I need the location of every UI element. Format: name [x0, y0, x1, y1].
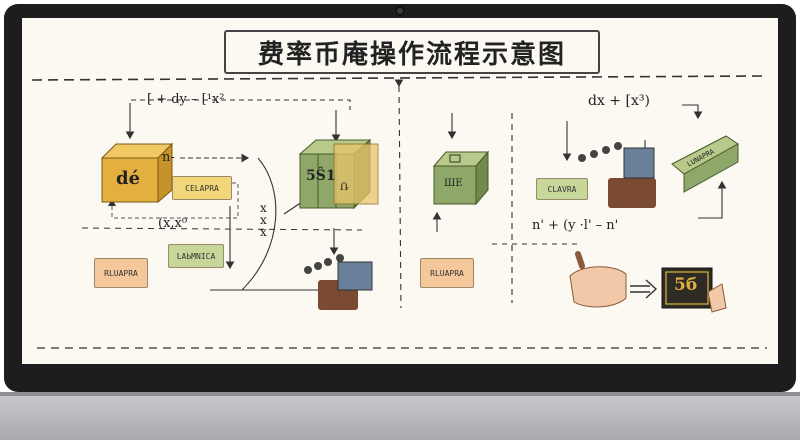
formula-n: n- [162, 150, 175, 165]
scan-device-icon-1 [304, 254, 373, 310]
scan-device-icon-2 [578, 142, 656, 208]
formula-xx: (x,x⁰ [158, 216, 188, 231]
page-title: 费率币庵操作流程示意图 [224, 30, 600, 74]
screen: 费率币庵操作流程示意图 [22, 18, 778, 364]
green-stack-cube-icon [298, 138, 379, 210]
green-stack-side-label: Ռ [340, 182, 349, 193]
formula-xs: x x x [260, 201, 267, 239]
label-rluapra-left: RLUAPRA [94, 258, 148, 288]
label-rluapra-mid: RLUAPRA [420, 258, 474, 288]
formula-top-right: dx + [x³) [588, 93, 650, 109]
formula-bottom-right: n' + (y ·l' – n' [532, 218, 619, 233]
webcam-icon [395, 6, 405, 16]
green-stack-label: 5Ŝ1 [306, 168, 336, 184]
label-labmnica: LAЬMNICA [168, 244, 224, 268]
green-small-label: ШE [444, 178, 463, 189]
arrow-formula-right [682, 104, 703, 120]
monitor-base-edge [0, 392, 800, 396]
arrow-top-left-bracket [129, 99, 351, 110]
label-clavra: CLAVRA [536, 178, 588, 200]
double-arrow-icon [630, 285, 650, 293]
green-block-icon [671, 135, 739, 193]
label-celapra: CELAPRA [172, 176, 232, 200]
top-divider [31, 75, 763, 81]
gold-cube-label: dé [116, 168, 141, 189]
gold-cube-icon [100, 142, 174, 204]
arrow-curve-up [241, 157, 277, 291]
pointing-finger-icon [707, 283, 727, 313]
green-small-cube-icon [432, 150, 490, 206]
open-hand-icon [569, 251, 627, 308]
monitor-base [0, 392, 800, 440]
dark-card-icon [661, 267, 713, 309]
mid-divider-left [81, 227, 363, 231]
dark-card-label: 5б [674, 275, 698, 295]
vertical-divider-1 [394, 79, 404, 309]
formula-top-left: [ + dy – [¹x² [147, 92, 225, 107]
arrow-up-right [698, 180, 727, 219]
diagram-canvas [31, 75, 767, 349]
arrow-celapra-loop [108, 182, 239, 219]
